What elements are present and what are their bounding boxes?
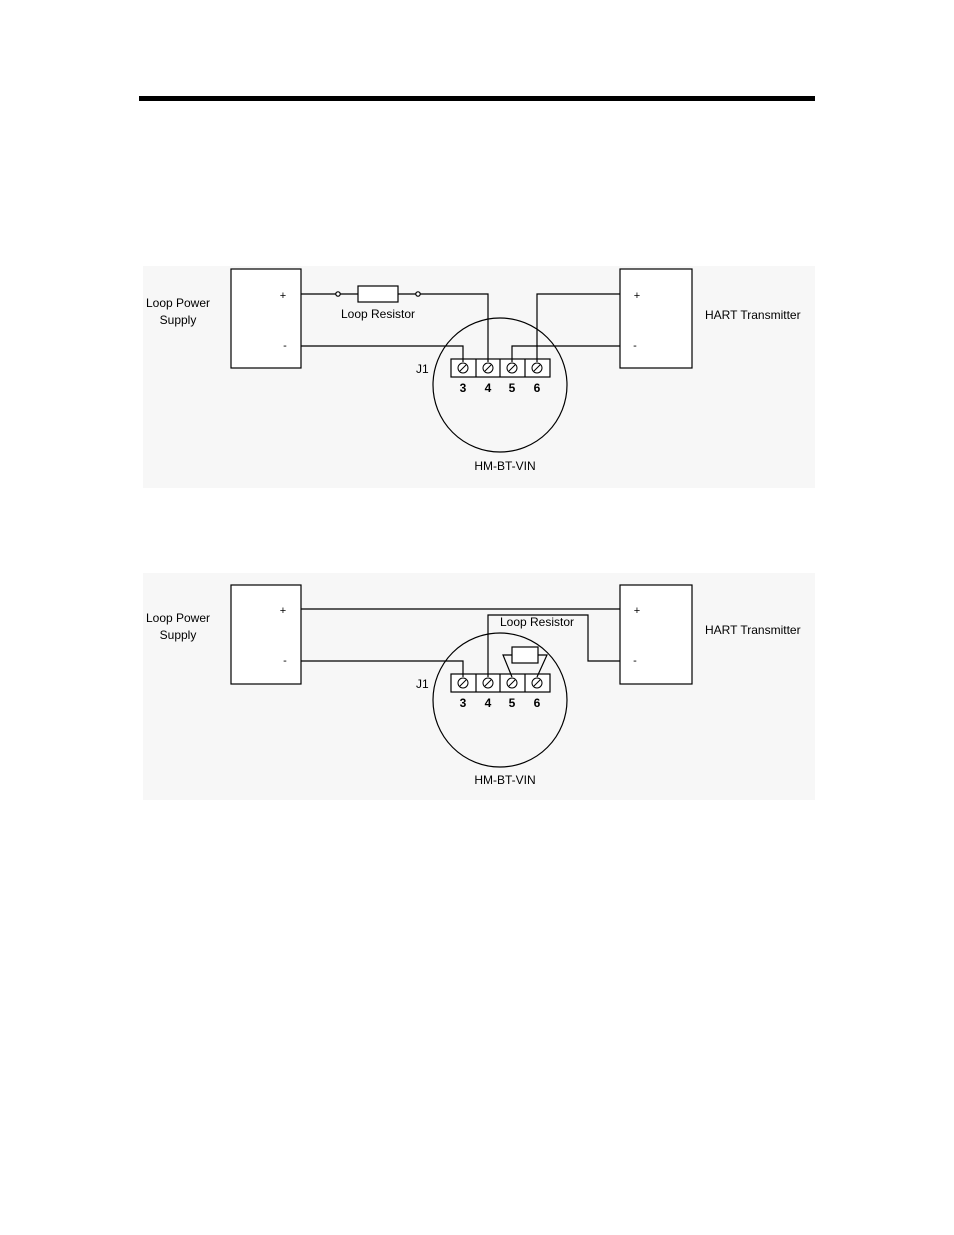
supply-label-line1: Loop Power: [146, 296, 210, 310]
loop-power-supply-box: [231, 269, 301, 368]
connector-label: J1: [416, 677, 429, 691]
diagram-1: [231, 269, 692, 452]
supply-label-line1: Loop Power: [146, 611, 210, 625]
wire: [420, 294, 488, 362]
screw-terminal-icon: [458, 678, 468, 688]
pin-label: 6: [534, 381, 541, 395]
transmitter-label: HART Transmitter: [705, 308, 801, 322]
screw-terminal-icon: [532, 363, 542, 373]
screw-terminal-icon: [458, 363, 468, 373]
transmitter-minus-label: -: [633, 655, 637, 667]
wire-node: [416, 292, 420, 296]
pin-label: 6: [534, 696, 541, 710]
supply-label-line2: Supply: [160, 628, 197, 642]
device-outline: [433, 318, 567, 452]
device-label: HM-BT-VIN: [474, 773, 535, 787]
loop-resistor-symbol: [358, 286, 398, 302]
supply-plus-label: +: [280, 605, 286, 617]
loop-power-supply-box: [231, 585, 301, 684]
supply-plus-label: +: [280, 290, 286, 302]
pin-label: 5: [509, 381, 516, 395]
supply-label-line2: Supply: [160, 313, 197, 327]
resistor-label: Loop Resistor: [341, 307, 415, 321]
transmitter-plus-label: +: [634, 290, 640, 302]
supply-minus-label: -: [283, 340, 287, 352]
wire-node: [336, 292, 340, 296]
device-outline: [433, 633, 567, 767]
wire: [537, 294, 620, 362]
wire: [301, 661, 463, 677]
hart-transmitter-box: [620, 269, 692, 368]
wire: [301, 346, 463, 362]
screw-terminal-icon: [483, 363, 493, 373]
resistor-label: Loop Resistor: [500, 615, 574, 629]
screw-terminal-icon: [507, 363, 517, 373]
supply-minus-label: -: [283, 655, 287, 667]
screw-terminal-icon: [507, 678, 517, 688]
screw-terminal-icon: [532, 678, 542, 688]
transmitter-minus-label: -: [633, 340, 637, 352]
hart-transmitter-box: [620, 585, 692, 684]
diagram-2: [231, 585, 692, 767]
device-label: HM-BT-VIN: [474, 459, 535, 473]
transmitter-plus-label: +: [634, 605, 640, 617]
screw-terminal-icon: [483, 678, 493, 688]
connector-label: J1: [416, 362, 429, 376]
loop-resistor-symbol: [512, 647, 538, 663]
pin-label: 4: [485, 381, 492, 395]
pin-label: 5: [509, 696, 516, 710]
pin-label: 3: [460, 381, 467, 395]
transmitter-label: HART Transmitter: [705, 623, 801, 637]
pin-label: 3: [460, 696, 467, 710]
pin-label: 4: [485, 696, 492, 710]
